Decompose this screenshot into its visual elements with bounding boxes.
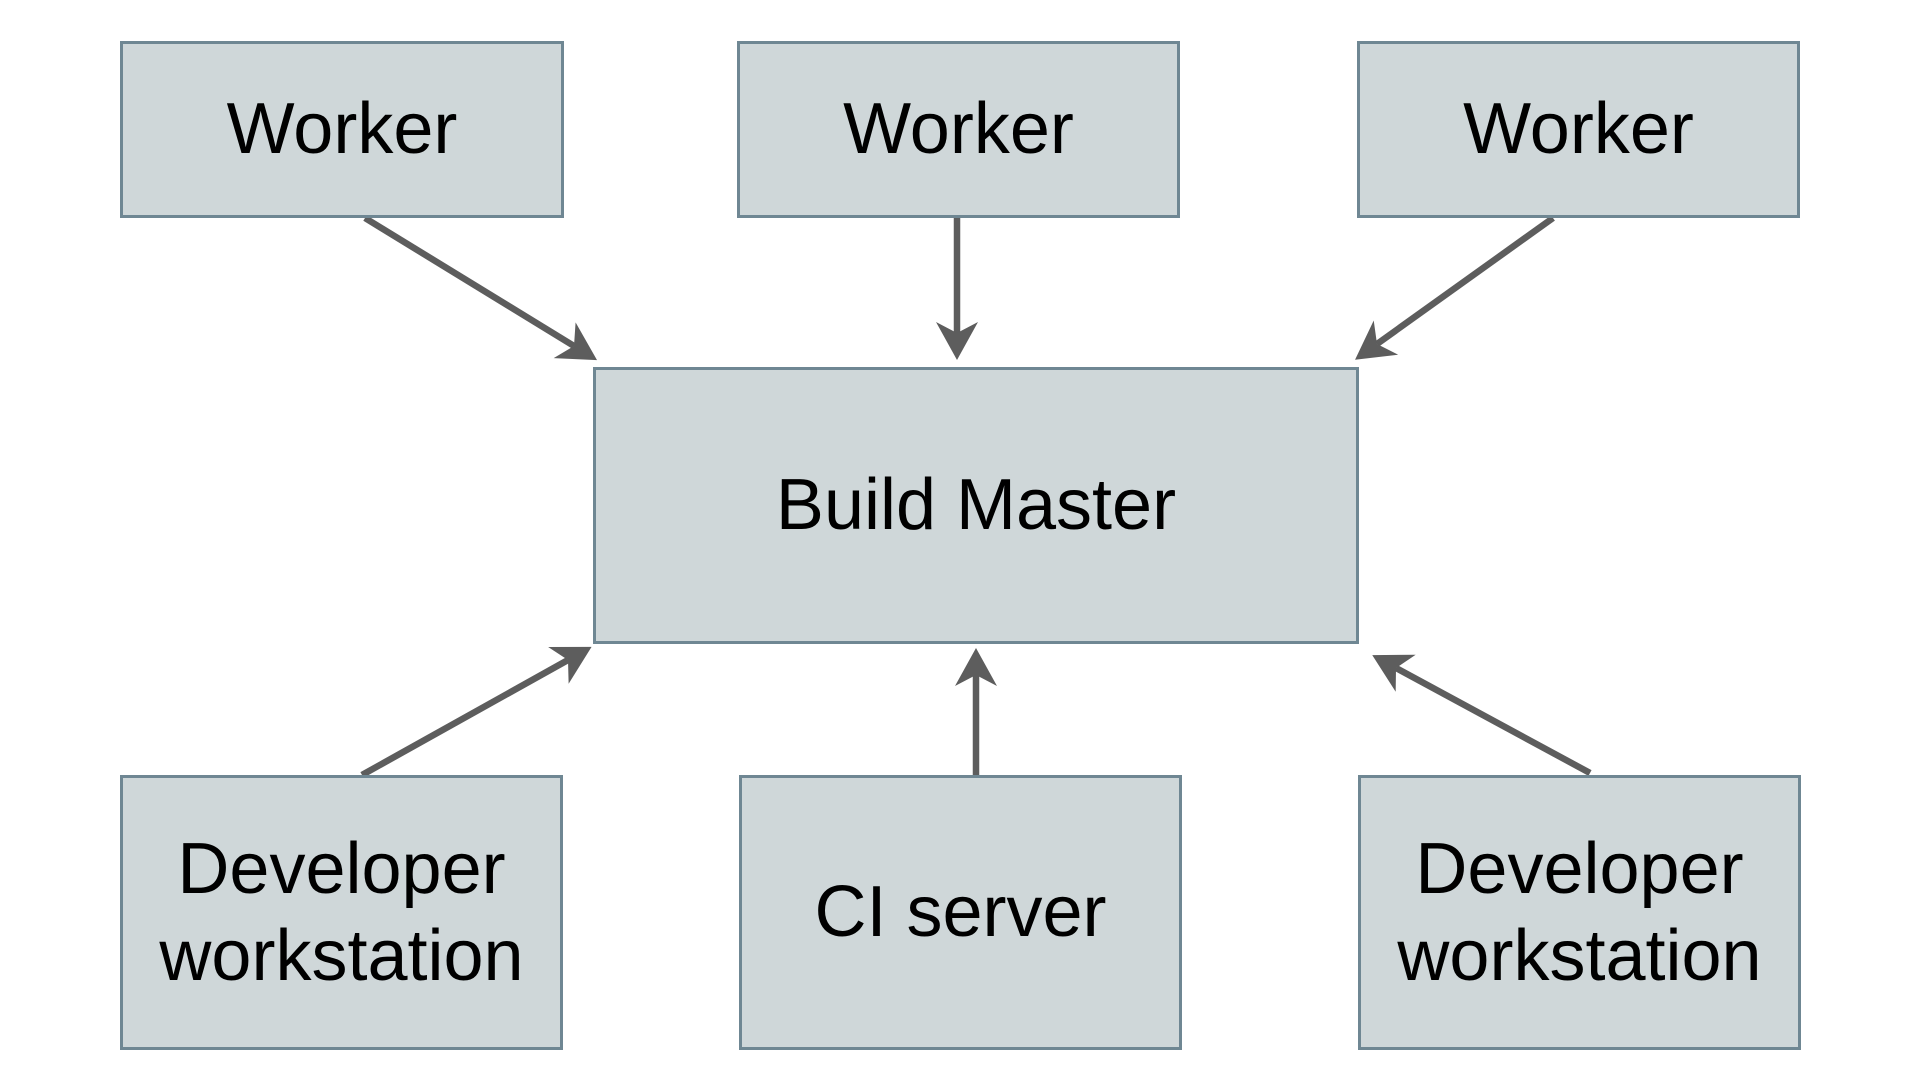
node-worker-3: Worker (1357, 41, 1800, 218)
node-worker-2-label: Worker (843, 89, 1074, 170)
node-dev-workstation-left: Developer workstation (120, 775, 563, 1050)
node-worker-2: Worker (737, 41, 1180, 218)
arrow-dev-workstation-left-to-build-master (360, 646, 592, 778)
node-build-master-label: Build Master (775, 465, 1177, 546)
node-dev-workstation-left-label: Developer workstation (159, 829, 524, 996)
arrow-worker-1-to-build-master (363, 215, 598, 361)
node-ci-server: CI server (739, 775, 1182, 1050)
node-build-master: Build Master (593, 367, 1359, 644)
node-dev-workstation-right-label: Developer workstation (1397, 829, 1762, 996)
node-dev-workstation-right: Developer workstation (1358, 775, 1801, 1050)
node-ci-server-label: CI server (814, 872, 1107, 953)
node-worker-1-label: Worker (226, 89, 458, 170)
arrow-worker-3-to-build-master (1355, 215, 1555, 360)
arrow-dev-workstation-right-to-build-master (1372, 654, 1592, 776)
node-worker-3-label: Worker (1463, 89, 1694, 170)
node-worker-1: Worker (120, 41, 564, 218)
